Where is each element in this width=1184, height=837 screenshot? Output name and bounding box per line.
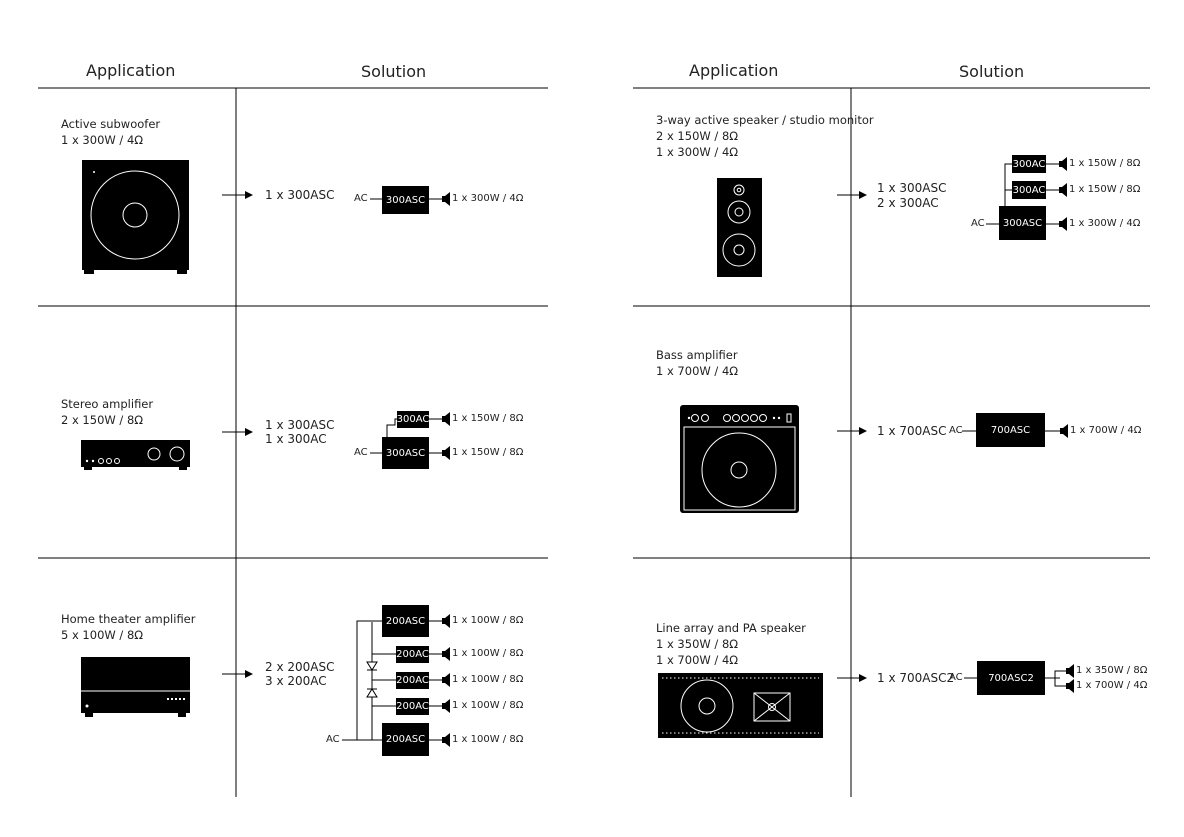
output-label: 1 x 100W / 8Ω [452,674,524,685]
left-application-header: Application [86,61,176,80]
solution-line: 2 x 200ASC [265,660,335,674]
right-table-lines [633,87,1150,797]
module-300asc: 300ASC [382,437,429,469]
app-title: Bass amplifier [656,348,738,362]
output-label: 1 x 300W / 4Ω [1069,218,1141,229]
solution-line: 2 x 300AC [877,196,939,210]
right-application-header: Application [689,61,779,80]
app-spec: 1 x 300W / 4Ω [656,145,739,159]
module-200asc: 200ASC [382,723,429,756]
app-spec: 5 x 100W / 8Ω [61,628,144,642]
module-200ac: 200AC [396,698,429,715]
app-title: Line array and PA speaker [656,621,806,635]
av-receiver-icon [81,657,190,717]
speaker-icon [1059,183,1067,197]
speaker-icon [1060,424,1068,438]
app-title: 3-way active speaker / studio monitor [656,113,874,127]
output-label: 1 x 100W / 8Ω [452,700,524,711]
app-spec: 1 x 350W / 8Ω [656,637,739,651]
output-label: 1 x 350W / 8Ω [1076,665,1148,676]
module-200ac: 200AC [396,646,429,663]
speaker-icon [1059,157,1067,171]
module-200asc: 200ASC [382,605,429,637]
solution-line: 1 x 700ASC [877,424,947,438]
ac-label: AC [949,672,963,683]
module-300asc: 300ASC [999,206,1046,240]
solution-line: 1 x 300ASC [877,181,947,195]
output-label: 1 x 300W / 4Ω [452,193,524,204]
app-spec: 2 x 150W / 8Ω [656,129,739,143]
studio-monitor-icon [717,178,762,277]
subwoofer-icon [82,160,189,274]
ac-label: AC [971,218,985,229]
speaker-symbols [442,157,1074,747]
module-300asc: 300ASC [382,186,429,214]
module-700asc: 700ASC [976,413,1045,447]
pa-speaker-icon [658,673,823,738]
app-title: Active subwoofer [61,117,161,131]
speaker-icon [1059,217,1067,231]
left-table-lines [38,87,548,797]
output-label: 1 x 100W / 8Ω [452,648,524,659]
speaker-icon [1066,679,1074,693]
output-label: 1 x 150W / 8Ω [452,413,524,424]
bass-amp-icon [680,405,799,513]
module-700asc2: 700ASC2 [977,661,1045,695]
output-label: 1 x 150W / 8Ω [1069,158,1141,169]
module-300ac: 300AC [1012,155,1046,173]
speaker-icon [442,673,450,687]
module-300ac: 300AC [1012,181,1046,199]
solution-line: 3 x 200AC [265,674,327,688]
module-200ac: 200AC [396,672,429,689]
app-spec: 1 x 700W / 4Ω [656,364,739,378]
speaker-icon [1066,664,1074,678]
left-solution-header: Solution [361,62,427,81]
app-spec: 1 x 700W / 4Ω [656,653,739,667]
app-title: Home theater amplifier [61,612,196,626]
output-label: 1 x 700W / 4Ω [1070,425,1142,436]
output-label: 1 x 100W / 8Ω [452,615,524,626]
solution-line: 1 x 700ASC2 [877,671,955,685]
output-label: 1 x 150W / 8Ω [1069,184,1141,195]
output-label: 1 x 100W / 8Ω [452,734,524,745]
speaker-icon [442,647,450,661]
speaker-icon [442,192,450,206]
output-label: 1 x 150W / 8Ω [452,447,524,458]
solution-line: 1 x 300ASC [265,418,335,432]
app-spec: 1 x 300W / 4Ω [61,133,144,147]
module-300ac: 300AC [397,411,429,428]
solution-line: 1 x 300ASC [265,188,335,202]
ac-label: AC [354,193,368,204]
app-spec: 2 x 150W / 8Ω [61,413,144,427]
solution-line: 1 x 300AC [265,432,327,446]
app-title: Stereo amplifier [61,397,154,411]
speaker-icon [442,699,450,713]
diode-icon [366,661,378,698]
right-solution-header: Solution [959,62,1025,81]
ac-label: AC [326,734,340,745]
wiring [342,163,1066,741]
output-label: 1 x 700W / 4Ω [1076,680,1148,691]
stereo-amplifier-icon [81,440,190,470]
speaker-icon [442,412,450,426]
ac-label: AC [354,447,368,458]
speaker-icon [442,733,450,747]
ac-label: AC [949,425,963,436]
speaker-icon [442,614,450,628]
speaker-icon [442,446,450,460]
